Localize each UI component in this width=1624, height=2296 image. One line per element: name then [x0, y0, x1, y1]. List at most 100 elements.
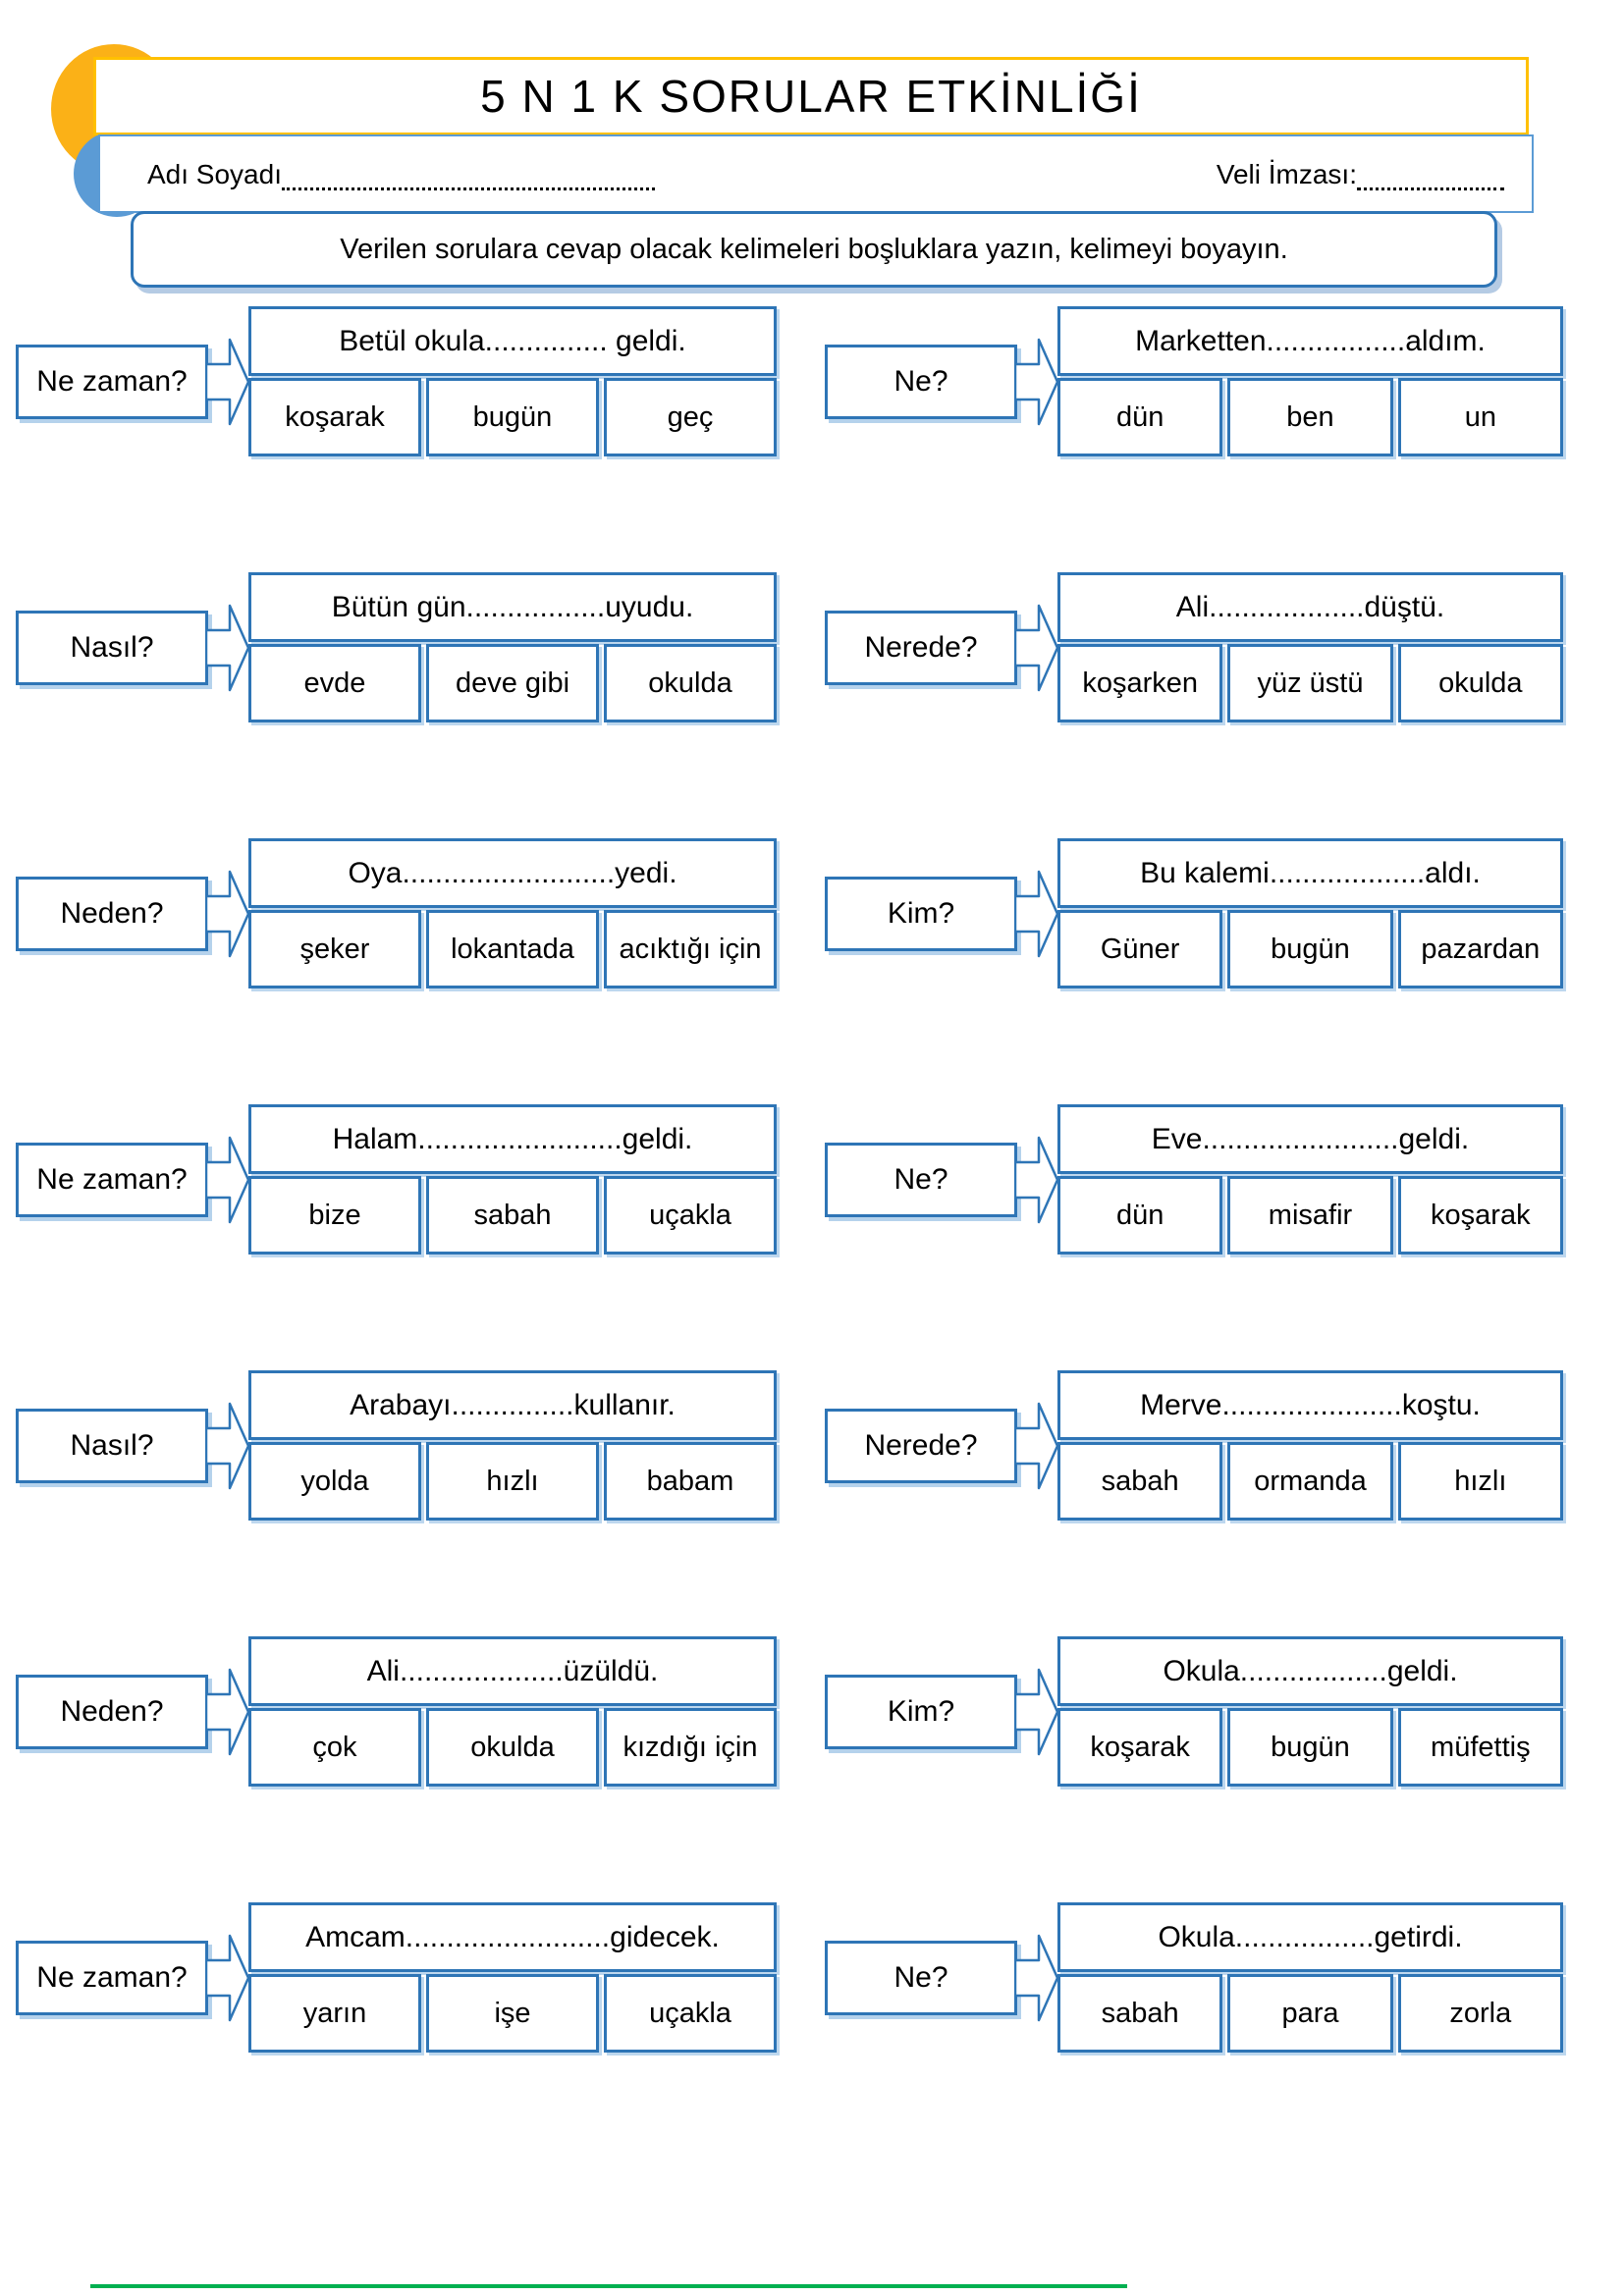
- question-label-box: Ne zaman?: [16, 344, 208, 419]
- question-label-box: Ne?: [825, 1142, 1017, 1217]
- options-row: sabah ormanda hızlı: [1057, 1442, 1563, 1521]
- worksheet-row: Nasıl? Arabayı...............kullanır. y…: [0, 1370, 1624, 1521]
- sentence-text: Okula.................getirdi.: [1158, 1920, 1463, 1953]
- options-row: Güner bugün pazardan: [1057, 910, 1563, 988]
- option-text: geç: [667, 400, 714, 433]
- question-label-box: Nerede?: [825, 1408, 1017, 1483]
- option-cell[interactable]: koşarak: [1397, 1176, 1563, 1255]
- option-cell[interactable]: çok: [248, 1708, 421, 1787]
- option-cell[interactable]: bugün: [1227, 1708, 1393, 1787]
- question-label: Ne zaman?: [36, 1162, 188, 1196]
- sentence-box[interactable]: Marketten.................aldım.: [1057, 306, 1563, 376]
- option-cell[interactable]: yüz üstü: [1227, 644, 1393, 722]
- answer-area: Merve......................koştu. sabah …: [1057, 1370, 1563, 1521]
- signature-dotted-line[interactable]: [1357, 158, 1504, 190]
- option-cell[interactable]: uçakla: [604, 1176, 777, 1255]
- option-text: hızlı: [1454, 1465, 1507, 1497]
- option-cell[interactable]: şeker: [248, 910, 421, 988]
- options-row: çok okulda kızdığı için: [248, 1708, 777, 1787]
- question-block: Neden? Ali....................üzüldü. ço…: [16, 1636, 777, 1787]
- sentence-box[interactable]: Bu kalemi...................aldı.: [1057, 838, 1563, 908]
- option-cell[interactable]: ormanda: [1227, 1442, 1393, 1521]
- answer-area: Amcam.........................gidecek. y…: [248, 1902, 777, 2053]
- option-cell[interactable]: para: [1227, 1974, 1393, 2053]
- answer-area: Ali...................düştü. koşarken yü…: [1057, 572, 1563, 722]
- option-cell[interactable]: geç: [604, 378, 777, 456]
- option-cell[interactable]: yarın: [248, 1974, 421, 2053]
- option-cell[interactable]: bugün: [1227, 910, 1393, 988]
- answer-area: Ali....................üzüldü. çok okuld…: [248, 1636, 777, 1787]
- arrow-right-icon: [1014, 1402, 1059, 1489]
- sentence-box[interactable]: Oya..........................yedi.: [248, 838, 777, 908]
- sentence-box[interactable]: Betül okula............... geldi.: [248, 306, 777, 376]
- option-cell[interactable]: sabah: [1057, 1974, 1223, 2053]
- option-cell[interactable]: koşarak: [248, 378, 421, 456]
- option-cell[interactable]: bugün: [426, 378, 599, 456]
- option-cell[interactable]: ben: [1227, 378, 1393, 456]
- option-cell[interactable]: sabah: [426, 1176, 599, 1255]
- worksheet-row: Neden? Ali....................üzüldü. ço…: [0, 1636, 1624, 1787]
- worksheet-row: Ne zaman? Betül okula............... gel…: [0, 306, 1624, 456]
- option-text: sabah: [1101, 1465, 1179, 1497]
- option-text: şeker: [299, 933, 370, 965]
- option-cell[interactable]: sabah: [1057, 1442, 1223, 1521]
- option-text: koşarken: [1082, 667, 1198, 699]
- option-cell[interactable]: zorla: [1397, 1974, 1563, 2053]
- option-cell[interactable]: evde: [248, 644, 421, 722]
- option-cell[interactable]: lokantada: [426, 910, 599, 988]
- question-label: Ne?: [893, 1960, 948, 1994]
- arrow-right-icon: [205, 604, 250, 691]
- option-cell[interactable]: pazardan: [1397, 910, 1563, 988]
- sentence-box[interactable]: Merve......................koştu.: [1057, 1370, 1563, 1440]
- option-cell[interactable]: deve gibi: [426, 644, 599, 722]
- option-cell[interactable]: misafir: [1227, 1176, 1393, 1255]
- option-cell[interactable]: kızdığı için: [604, 1708, 777, 1787]
- option-cell[interactable]: okulda: [426, 1708, 599, 1787]
- option-cell[interactable]: un: [1397, 378, 1563, 456]
- sentence-box[interactable]: Ali...................düştü.: [1057, 572, 1563, 642]
- sentence-box[interactable]: Arabayı...............kullanır.: [248, 1370, 777, 1440]
- name-dotted-line[interactable]: [281, 158, 655, 190]
- options-row: koşarken yüz üstü okulda: [1057, 644, 1563, 722]
- question-block: Ne zaman? Betül okula............... gel…: [16, 306, 777, 456]
- option-cell[interactable]: hızlı: [1397, 1442, 1563, 1521]
- sentence-box[interactable]: Bütün gün.................uyudu.: [248, 572, 777, 642]
- option-cell[interactable]: acıktığı için: [604, 910, 777, 988]
- sentence-box[interactable]: Okula..................geldi.: [1057, 1636, 1563, 1706]
- question-label-box: Nasıl?: [16, 1408, 208, 1483]
- sentence-box[interactable]: Eve........................geldi.: [1057, 1104, 1563, 1174]
- option-text: yüz üstü: [1257, 667, 1364, 699]
- option-cell[interactable]: Güner: [1057, 910, 1223, 988]
- option-cell[interactable]: dün: [1057, 378, 1223, 456]
- question-label-box: Ne zaman?: [16, 1940, 208, 2015]
- options-row: bize sabah uçakla: [248, 1176, 777, 1255]
- option-cell[interactable]: işe: [426, 1974, 599, 2053]
- sentence-box[interactable]: Amcam.........................gidecek.: [248, 1902, 777, 1972]
- signature-label: Veli İmzası:: [1216, 158, 1357, 189]
- worksheet-row: Ne zaman? Halam.........................…: [0, 1104, 1624, 1255]
- option-cell[interactable]: koşarken: [1057, 644, 1223, 722]
- answer-area: Betül okula............... geldi. koşara…: [248, 306, 777, 456]
- option-cell[interactable]: müfettiş: [1397, 1708, 1563, 1787]
- option-cell[interactable]: koşarak: [1057, 1708, 1223, 1787]
- option-cell[interactable]: uçakla: [604, 1974, 777, 2053]
- sentence-box[interactable]: Halam.........................geldi.: [248, 1104, 777, 1174]
- option-cell[interactable]: yolda: [248, 1442, 421, 1521]
- question-label-box: Ne?: [825, 1940, 1017, 2015]
- option-cell[interactable]: bize: [248, 1176, 421, 1255]
- options-row: yarın işe uçakla: [248, 1974, 777, 2053]
- answer-area: Eve........................geldi. dün mi…: [1057, 1104, 1563, 1255]
- sentence-box[interactable]: Okula.................getirdi.: [1057, 1902, 1563, 1972]
- option-text: ben: [1286, 400, 1334, 433]
- option-cell[interactable]: hızlı: [426, 1442, 599, 1521]
- option-cell[interactable]: dün: [1057, 1176, 1223, 1255]
- name-signature-bar: Adı Soyadı Veli İmzası:: [98, 134, 1534, 213]
- option-cell[interactable]: okulda: [1397, 644, 1563, 722]
- sentence-box[interactable]: Ali....................üzüldü.: [248, 1636, 777, 1706]
- option-cell[interactable]: babam: [604, 1442, 777, 1521]
- sentence-text: Arabayı...............kullanır.: [350, 1388, 676, 1421]
- option-cell[interactable]: okulda: [604, 644, 777, 722]
- option-text: okulda: [1438, 667, 1523, 699]
- signature-field: Veli İmzası:: [1217, 158, 1504, 190]
